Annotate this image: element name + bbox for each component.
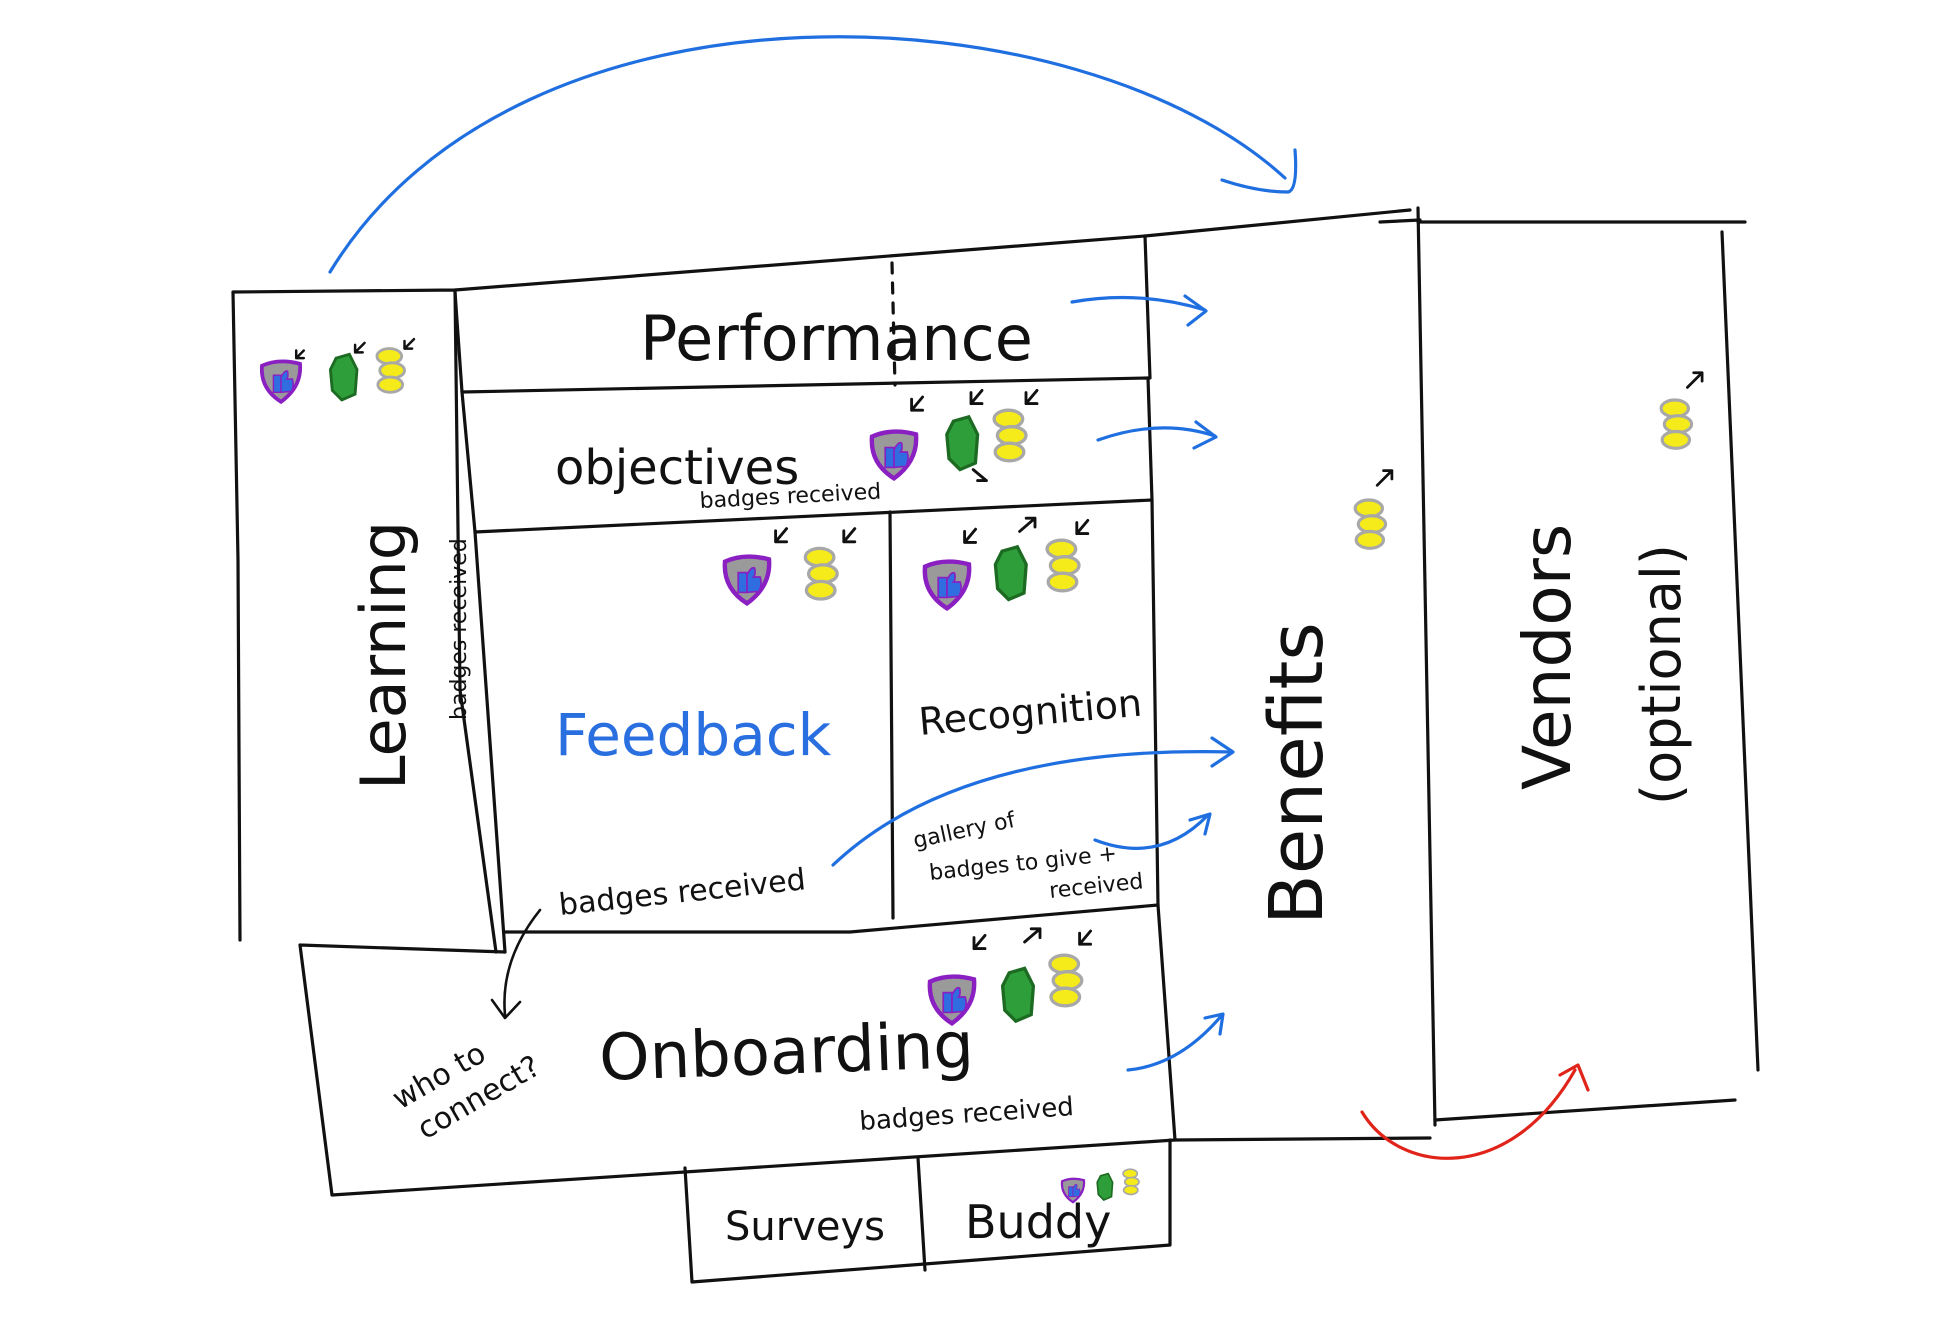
onboarding-badges-label: badges received (858, 1092, 1074, 1137)
onboarding-box-outline (298, 903, 1177, 1197)
arrow-icon (910, 395, 925, 412)
vendors-badges (1659, 371, 1704, 450)
arrow-head (1183, 294, 1208, 327)
vendors-to-benefits-arrow (1360, 1068, 1577, 1160)
objectives-badges (872, 388, 1039, 483)
arrow-icon (1078, 929, 1093, 946)
learning-box-outline (231, 288, 498, 954)
arrow-icon (842, 527, 857, 544)
recognition-right-edge (1150, 498, 1160, 907)
learning-badges (259, 337, 416, 404)
hexagon-badge-icon (1000, 966, 1036, 1023)
objectives-label: objectives (555, 440, 799, 496)
arrow-head (1188, 812, 1212, 836)
vendors-label: Vendors (1509, 524, 1586, 790)
feedback-badges (725, 527, 857, 604)
arrow-icon (403, 337, 416, 350)
surveys-buddy-outline (683, 1138, 1172, 1284)
recognition-label: Recognition (917, 681, 1144, 744)
onboarding-label: Onboarding (598, 1009, 975, 1096)
arrow-icon (774, 527, 789, 544)
buddy-label: Buddy (965, 1195, 1111, 1249)
arrow-icon (1024, 388, 1039, 406)
coin-stack-icon (1122, 1168, 1140, 1196)
coin-stack-icon (1659, 398, 1694, 450)
recognition-arrow (1093, 813, 1210, 850)
arrow-icon (1375, 469, 1394, 487)
benefits-vendors-divider (1416, 206, 1437, 1127)
arrow-icon (969, 388, 984, 406)
recognition-badges (925, 516, 1090, 609)
objectives-box-outline (460, 376, 1154, 534)
shield-thumb-badge-icon (872, 432, 916, 479)
arrow-icon (1018, 516, 1037, 533)
coin-stack-icon (803, 546, 839, 601)
arrow-icon (1075, 518, 1090, 536)
arrow-icon (353, 341, 366, 354)
arrow-icon (972, 933, 987, 951)
performance-divider (890, 261, 897, 387)
surveys-buddy-divider (916, 1156, 927, 1272)
coin-stack-icon (992, 408, 1028, 463)
arrow-icon (1023, 927, 1042, 944)
feedback-recognition-divider (888, 510, 895, 920)
arrow-head (1203, 1012, 1225, 1036)
arrow-head (1220, 148, 1298, 194)
arrow-icon (963, 527, 978, 544)
feedback-left-edge (473, 530, 507, 954)
arrow-head (1210, 736, 1235, 768)
objectives-arrow (1096, 426, 1217, 442)
benefits-badges (1353, 469, 1394, 550)
surveys-label: Surveys (725, 1204, 885, 1250)
hexagon-badge-icon (328, 352, 359, 402)
benefits-label: Benefits (1254, 622, 1340, 925)
feedback-arrow (831, 750, 1234, 867)
benefits-top-tick (1378, 218, 1422, 224)
performance-label: Performance (640, 302, 1033, 375)
hexagon-badge-icon (945, 415, 980, 472)
learning-badges-label: badges received (447, 538, 472, 720)
vendors-optional-label: (optional) (1630, 544, 1693, 805)
arrow-head (1558, 1063, 1590, 1092)
coin-stack-icon (1353, 498, 1388, 550)
coin-stack-icon (375, 347, 406, 394)
feedback-badges-label: badges received (557, 862, 807, 923)
learning-to-benefits-arrow (328, 35, 1287, 274)
onboarding-badges (930, 927, 1093, 1024)
learning-label: Learning (347, 521, 420, 790)
shield-thumb-badge-icon (725, 557, 769, 604)
arrow-icon (1686, 371, 1704, 389)
arrow-icon (971, 468, 988, 483)
gallery-text-line1: gallery of (911, 808, 1019, 854)
flow-arrows (328, 35, 1590, 1160)
arrow-icon (294, 349, 306, 360)
coin-stack-icon (1045, 538, 1081, 593)
feedback-to-who-arrow (503, 908, 542, 1017)
vendors-box-outline (1416, 220, 1760, 1122)
performance-arrow (1070, 295, 1207, 312)
feedback-label: Feedback (555, 701, 832, 769)
box-outlines (231, 206, 1760, 1284)
hexagon-badge-icon (993, 545, 1028, 602)
shield-thumb-badge-icon (259, 359, 303, 404)
arrow-head (490, 998, 522, 1020)
arrow-head (1192, 420, 1218, 450)
coin-stack-icon (1048, 953, 1084, 1008)
onboarding-arrow (1126, 1013, 1224, 1072)
shield-thumb-badge-icon (925, 562, 969, 609)
gallery-text-line3: received (1048, 869, 1144, 904)
feedback-bottom-edge (503, 903, 1160, 934)
